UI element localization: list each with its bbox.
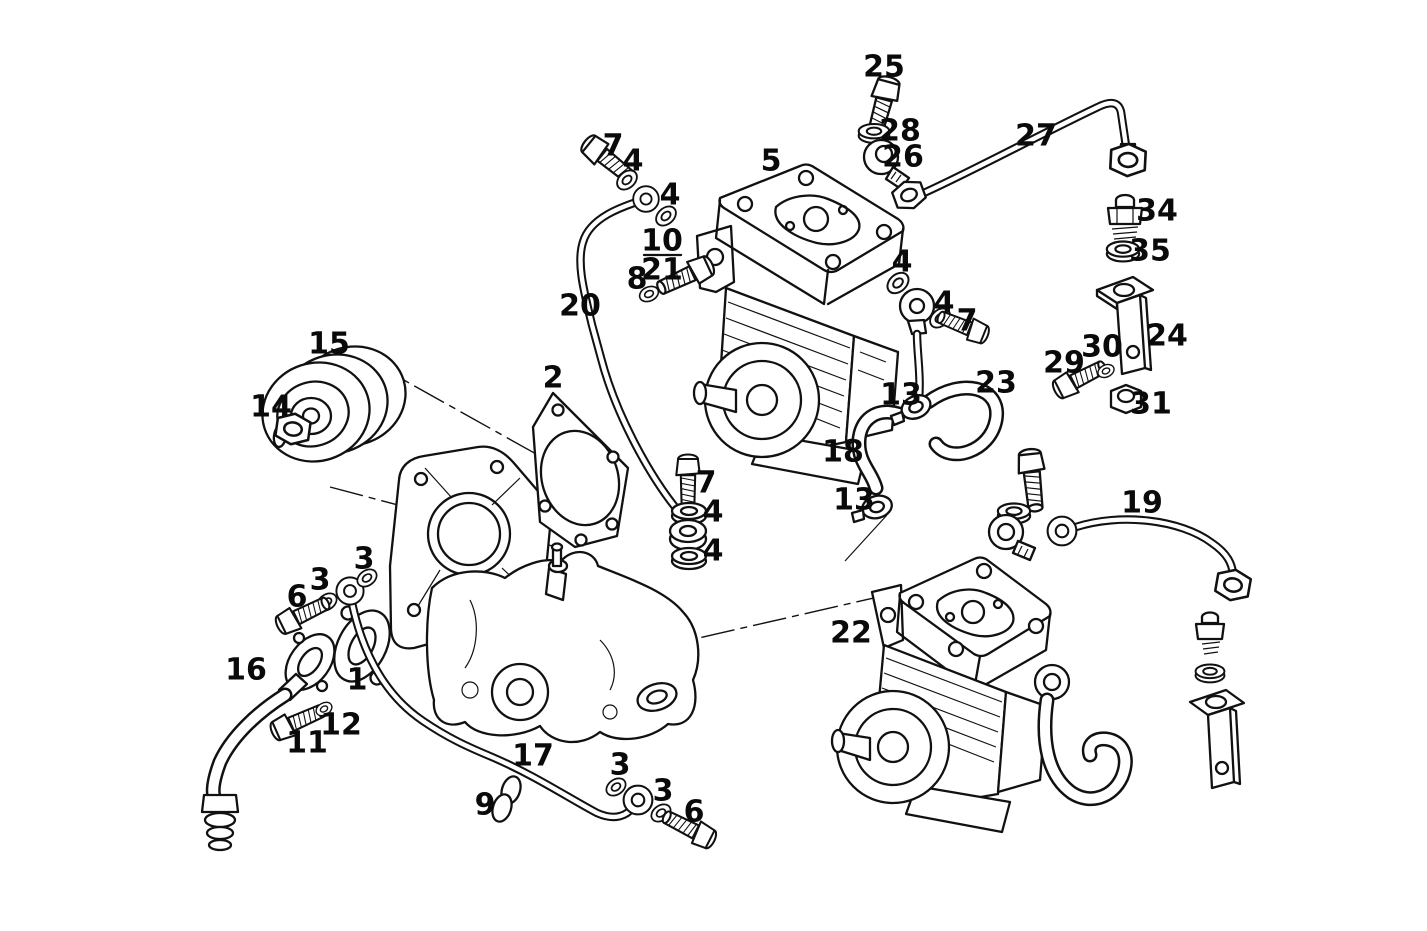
clip-9 [491, 775, 522, 823]
part-number-label: 2 [543, 361, 564, 396]
part-number-label: 3 [310, 563, 331, 598]
part-number-label: 9 [475, 788, 496, 823]
pipe-nut [1108, 141, 1148, 179]
part-number-label: 19 [1121, 486, 1163, 521]
part-number-label: 31 [1130, 387, 1172, 422]
hose-23 [920, 380, 1005, 462]
gasket-2 [531, 391, 630, 549]
part-number-label: 34 [1136, 194, 1178, 229]
washer [1194, 663, 1226, 684]
part-number-label: 26 [882, 140, 924, 175]
part-number-label: 7 [603, 129, 624, 164]
part-number-label: 16 [225, 653, 267, 688]
part-number-label: 20 [559, 289, 601, 324]
part-number-label: 22 [830, 616, 872, 651]
banjo-eye [632, 185, 660, 213]
pulley-nut [272, 410, 313, 449]
part-number-label: 13 [880, 378, 922, 413]
part-number-label: 23 [975, 366, 1017, 401]
banjo-union-22 [987, 513, 1037, 562]
delivery-pipe-19 [1046, 515, 1254, 605]
part-number-label: 30 [1081, 330, 1123, 365]
pipe-20-banjo-union [668, 518, 708, 552]
part-number-label: 7 [696, 466, 717, 501]
bracket-lower [1188, 688, 1246, 790]
part-number-label: 5 [761, 144, 782, 179]
part-number-label: 1 [347, 663, 368, 698]
part-number-label: 27 [1015, 119, 1057, 154]
part-number-label: 10 [641, 224, 683, 259]
part-number-label: 24 [1146, 319, 1188, 354]
part-number-label: 3 [354, 542, 375, 577]
nut-31 [1109, 383, 1143, 415]
engine-casting [425, 542, 700, 744]
u-hose [1033, 663, 1133, 807]
oil-pipe-17 [335, 576, 654, 822]
part-number-label: 18 [822, 435, 864, 470]
oil-feed-pipe-20 [576, 185, 691, 525]
part-number-label: 4 [703, 495, 724, 530]
part-number-label: 28 [879, 114, 921, 149]
part-number-label: 29 [1043, 346, 1085, 381]
part-number-label: 4 [623, 144, 644, 179]
part-number-label: 25 [863, 50, 905, 85]
part-number-label: 4 [660, 178, 681, 213]
banjo-eye [622, 784, 654, 816]
fitting-lower [1194, 611, 1226, 655]
part-number-label: 4 [892, 245, 913, 280]
part-number-label: 14 [250, 390, 292, 425]
banjo-bolt [1015, 446, 1050, 514]
part-number-label: 3 [653, 774, 674, 809]
oil-hose-16 [200, 631, 336, 852]
part-number-label: 11 [286, 726, 328, 761]
air-compressor-22 [830, 556, 1052, 834]
banjo-eye [1046, 515, 1078, 547]
delivery-pipe-27 [888, 98, 1148, 215]
part-number-label: 13 [833, 483, 875, 518]
part-number-label: 7 [957, 304, 978, 339]
part-number-label: 12 [320, 708, 362, 743]
pipe-nut [1212, 565, 1254, 605]
part-number-label: 21 [641, 253, 683, 288]
banjo-union-26 [862, 138, 911, 191]
air-compressor-5 [692, 163, 905, 486]
hose-clamp-13 [889, 394, 932, 427]
part-number-label: 3 [610, 748, 631, 783]
part-number-label: 8 [627, 262, 648, 297]
part-number-label: 6 [287, 580, 308, 615]
part-number-label: 35 [1129, 234, 1171, 269]
part-number-label: 17 [512, 739, 554, 774]
outlet-banjo [898, 287, 936, 336]
part-number-label: 4 [703, 534, 724, 569]
washer-4 [670, 546, 708, 571]
part-number-label: 15 [308, 327, 350, 362]
fitting-34 [1106, 193, 1144, 240]
hose-18 [851, 404, 907, 496]
part-number-label: 4 [934, 286, 955, 321]
hose-clamp-13 [850, 494, 893, 524]
part-number-label: 6 [684, 795, 705, 830]
bracket-24 [1095, 275, 1155, 376]
